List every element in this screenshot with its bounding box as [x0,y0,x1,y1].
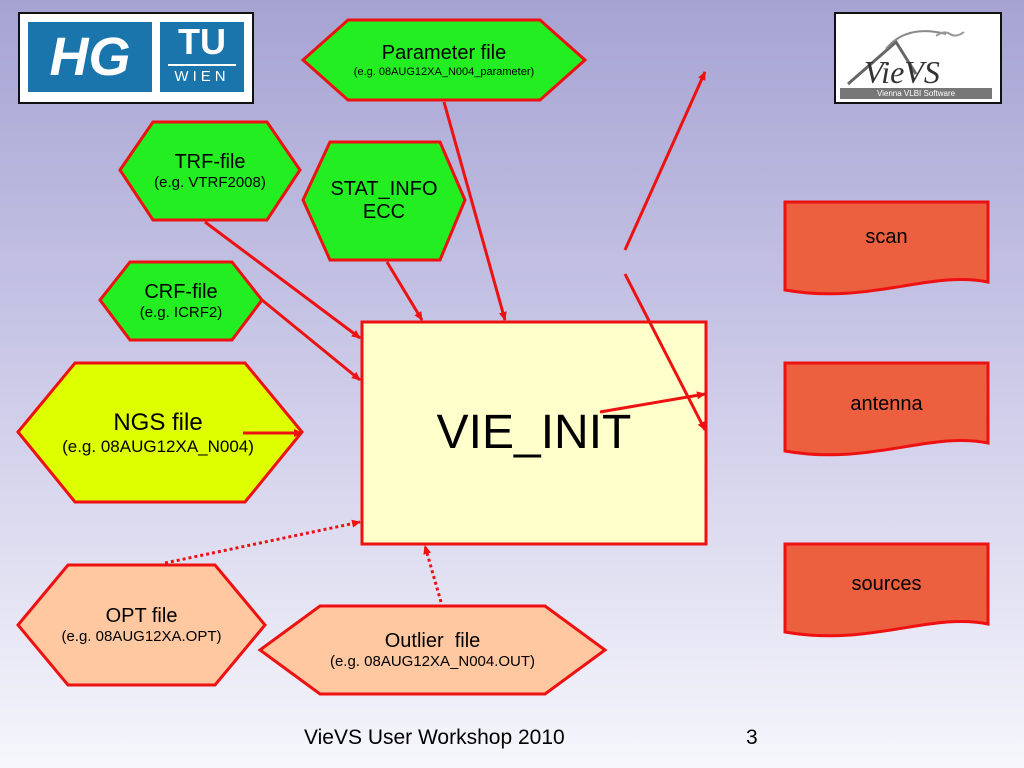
page-number: 3 [746,726,758,749]
arrow-parameter-to-init [442,101,507,321]
scan-document [783,200,990,296]
ngs-file-node: NGS file (e.g. 08AUG12XA_N004) [18,363,302,502]
arrow-down-out [623,273,707,431]
vievs-logo-text: VieVS [864,54,940,90]
footer-title: VieVS User Workshop 2010 [304,726,565,749]
vie-init-node: VIE_INIT [362,322,706,544]
outlier-file-hexagon [257,604,608,696]
ngs-file-example: (e.g. 08AUG12XA_N004) [62,436,254,456]
vie-init-label: VIE_INIT [436,406,632,459]
output-sources-label: sources [851,573,922,595]
vievs-logo: VieVS Vienna VLBI Software [834,12,1002,104]
tu-logo-text: TU [178,21,226,62]
arrow-stat-info-to-init [385,261,424,321]
hg-logo-text: HG [49,27,131,87]
tu-wien-logo: TU WIEN [160,22,244,92]
crf-file-example: (e.g. ICRF2) [139,303,223,321]
parameter-file-example: (e.g. 08AUG12XA_N004_parameter) [353,65,535,78]
outlier-file-node: Outlier file (e.g. 08AUG12XA_N004.OUT) [260,606,605,694]
crf-file-node: CRF-file (e.g. ICRF2) [100,262,262,340]
opt-file-title: OPT file [105,604,178,627]
hg-tuwien-logo: HG TU WIEN [18,12,254,104]
opt-file-example: (e.g. 08AUG12XA.OPT) [61,627,222,645]
vievs-logo-subtitle: Vienna VLBI Software [840,88,992,99]
stat-info-line2: ECC [362,201,406,223]
arrow-outlier-to-init [423,545,443,603]
trf-file-hexagon [118,120,302,222]
trf-file-node: TRF-file (e.g. VTRF2008) [120,122,300,220]
opt-file-node: OPT file (e.g. 08AUG12XA.OPT) [18,565,265,685]
sources-document [783,542,990,638]
parameter-file-title: Parameter file [381,41,507,64]
antenna-document [783,361,990,457]
output-scan-label: scan [865,226,908,248]
outlier-file-example: (e.g. 08AUG12XA_N004.OUT) [329,652,536,670]
trf-file-example: (e.g. VTRF2008) [154,173,266,191]
wien-logo-text: WIEN [168,64,236,88]
opt-file-hexagon [16,563,267,687]
vie-init-box [360,320,708,546]
ngs-file-title: NGS file [113,408,203,436]
vievs-antenna-icon [847,30,965,86]
parameter-file-hexagon [300,18,588,102]
arrow-crf-to-init [261,298,361,382]
trf-file-title: TRF-file [174,150,246,173]
arrow-trf-to-init [204,220,361,340]
output-antenna-label: antenna [850,393,923,415]
stat-info-node: STAT_INFO ECC [303,142,465,260]
parameter-file-node: Parameter file (e.g. 08AUG12XA_N004_para… [303,20,585,100]
stat-info-line1: STAT_INFO [330,178,438,200]
arrow-up-out [623,71,707,251]
hg-logo: HG [28,22,152,92]
crf-file-title: CRF-file [144,280,218,303]
outlier-file-title: Outlier file [384,629,481,652]
arrow-opt-to-init [164,519,361,565]
stat-info-hexagon [301,140,467,262]
